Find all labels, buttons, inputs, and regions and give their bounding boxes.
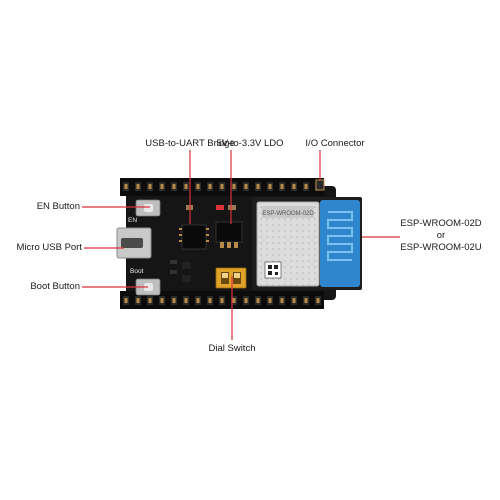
transistor bbox=[182, 262, 191, 269]
label-en-button: EN Button bbox=[36, 201, 80, 212]
micro-usb-port bbox=[116, 227, 152, 259]
qr-code bbox=[264, 261, 282, 279]
label-module-line2: ESP-WROOM-02U bbox=[400, 242, 482, 253]
label-usb-uart-bridge: USB-to-UART Bridge bbox=[145, 138, 235, 149]
bottom-pin-header bbox=[120, 291, 324, 309]
ldo-regulator bbox=[215, 221, 243, 248]
label-boot-button: Boot Button bbox=[30, 281, 80, 292]
esp-module: ESP-WROOM-02D bbox=[252, 197, 362, 290]
label-ldo: 5V-to-3.3V LDO bbox=[216, 138, 284, 149]
en-button bbox=[135, 199, 161, 217]
label-micro-usb-port: Micro USB Port bbox=[16, 242, 82, 253]
boot-silkscreen: Boot bbox=[130, 268, 144, 275]
usb-uart-chip bbox=[179, 224, 209, 250]
callout-lines bbox=[82, 150, 400, 340]
label-module-or: or bbox=[436, 230, 446, 241]
label-io-connector: I/O Connector bbox=[305, 138, 365, 149]
en-silkscreen: EN bbox=[128, 217, 137, 224]
dial-switch bbox=[215, 267, 247, 289]
label-dial-switch: Dial Switch bbox=[208, 343, 256, 354]
resistor bbox=[170, 260, 177, 264]
capacitor bbox=[228, 205, 236, 210]
transistor bbox=[182, 275, 191, 282]
resistor bbox=[170, 270, 177, 274]
label-module-line1: ESP-WROOM-02D bbox=[400, 218, 482, 229]
led bbox=[216, 205, 224, 210]
module-marking: ESP-WROOM-02D bbox=[262, 211, 314, 217]
top-pin-header bbox=[120, 178, 324, 196]
io-connector-pin bbox=[315, 179, 325, 191]
